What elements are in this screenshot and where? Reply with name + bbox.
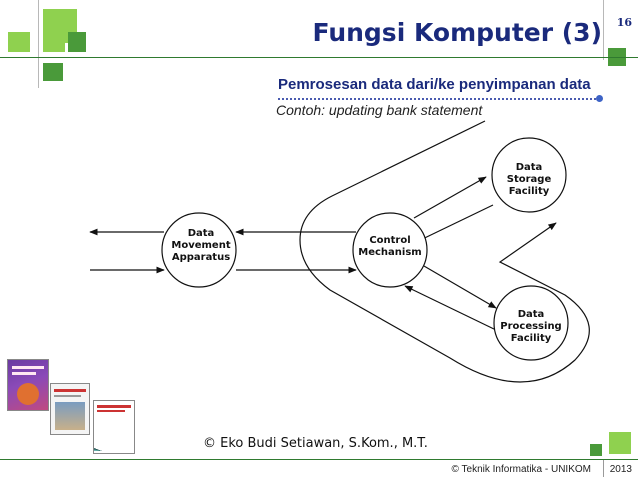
control-label-1: Control	[369, 235, 410, 246]
movement-label-1: Data	[188, 228, 215, 239]
data-movement-node	[161, 212, 237, 288]
decor-square	[43, 63, 63, 81]
storage-label-1: Data	[516, 162, 543, 173]
book-cover-2	[50, 383, 90, 435]
flow-path	[299, 120, 590, 383]
processing-label-3: Facility	[511, 333, 552, 344]
processing-label-2: Processing	[500, 321, 561, 332]
movement-label-2: Movement	[171, 240, 230, 251]
example-text: Contoh: updating bank statement	[276, 102, 483, 118]
arrow-control-to-processing	[423, 265, 497, 309]
processing-label-1: Data	[518, 309, 545, 320]
slide-subtitle: Pemrosesan data dari/ke penyimpanan data	[278, 76, 591, 93]
footer-divider	[603, 460, 604, 477]
decor-square	[43, 32, 65, 52]
decor-line	[0, 459, 638, 460]
slide-title: Fungsi Komputer (3)	[312, 18, 602, 47]
decor-square	[68, 32, 86, 52]
book-cover-3	[93, 400, 135, 454]
data-processing-node	[493, 285, 569, 361]
footer-institution: © Teknik Informatika - UNIKOM	[451, 464, 591, 475]
decor-line	[38, 0, 39, 88]
data-storage-node	[491, 137, 567, 213]
divider-bullet-icon	[596, 95, 603, 102]
footer-year: 2013	[609, 464, 632, 475]
decor-square	[8, 32, 30, 52]
storage-label-2: Storage	[507, 174, 552, 185]
control-node	[352, 212, 428, 288]
book-cover-1	[7, 359, 49, 411]
arrow-processing-to-control	[404, 285, 497, 331]
author-credit: © Eko Budi Setiawan, S.Kom., M.T.	[203, 436, 428, 451]
movement-label-3: Apparatus	[172, 252, 230, 263]
decor-square	[609, 432, 631, 454]
decor-square	[590, 444, 602, 456]
decor-line	[603, 0, 604, 60]
storage-label-3: Facility	[509, 186, 550, 197]
control-label-2: Mechanism	[358, 247, 421, 258]
arrow-control-to-storage	[413, 176, 487, 219]
page-number: 16	[616, 16, 632, 29]
dotted-divider	[278, 98, 600, 100]
decor-line	[0, 57, 638, 58]
